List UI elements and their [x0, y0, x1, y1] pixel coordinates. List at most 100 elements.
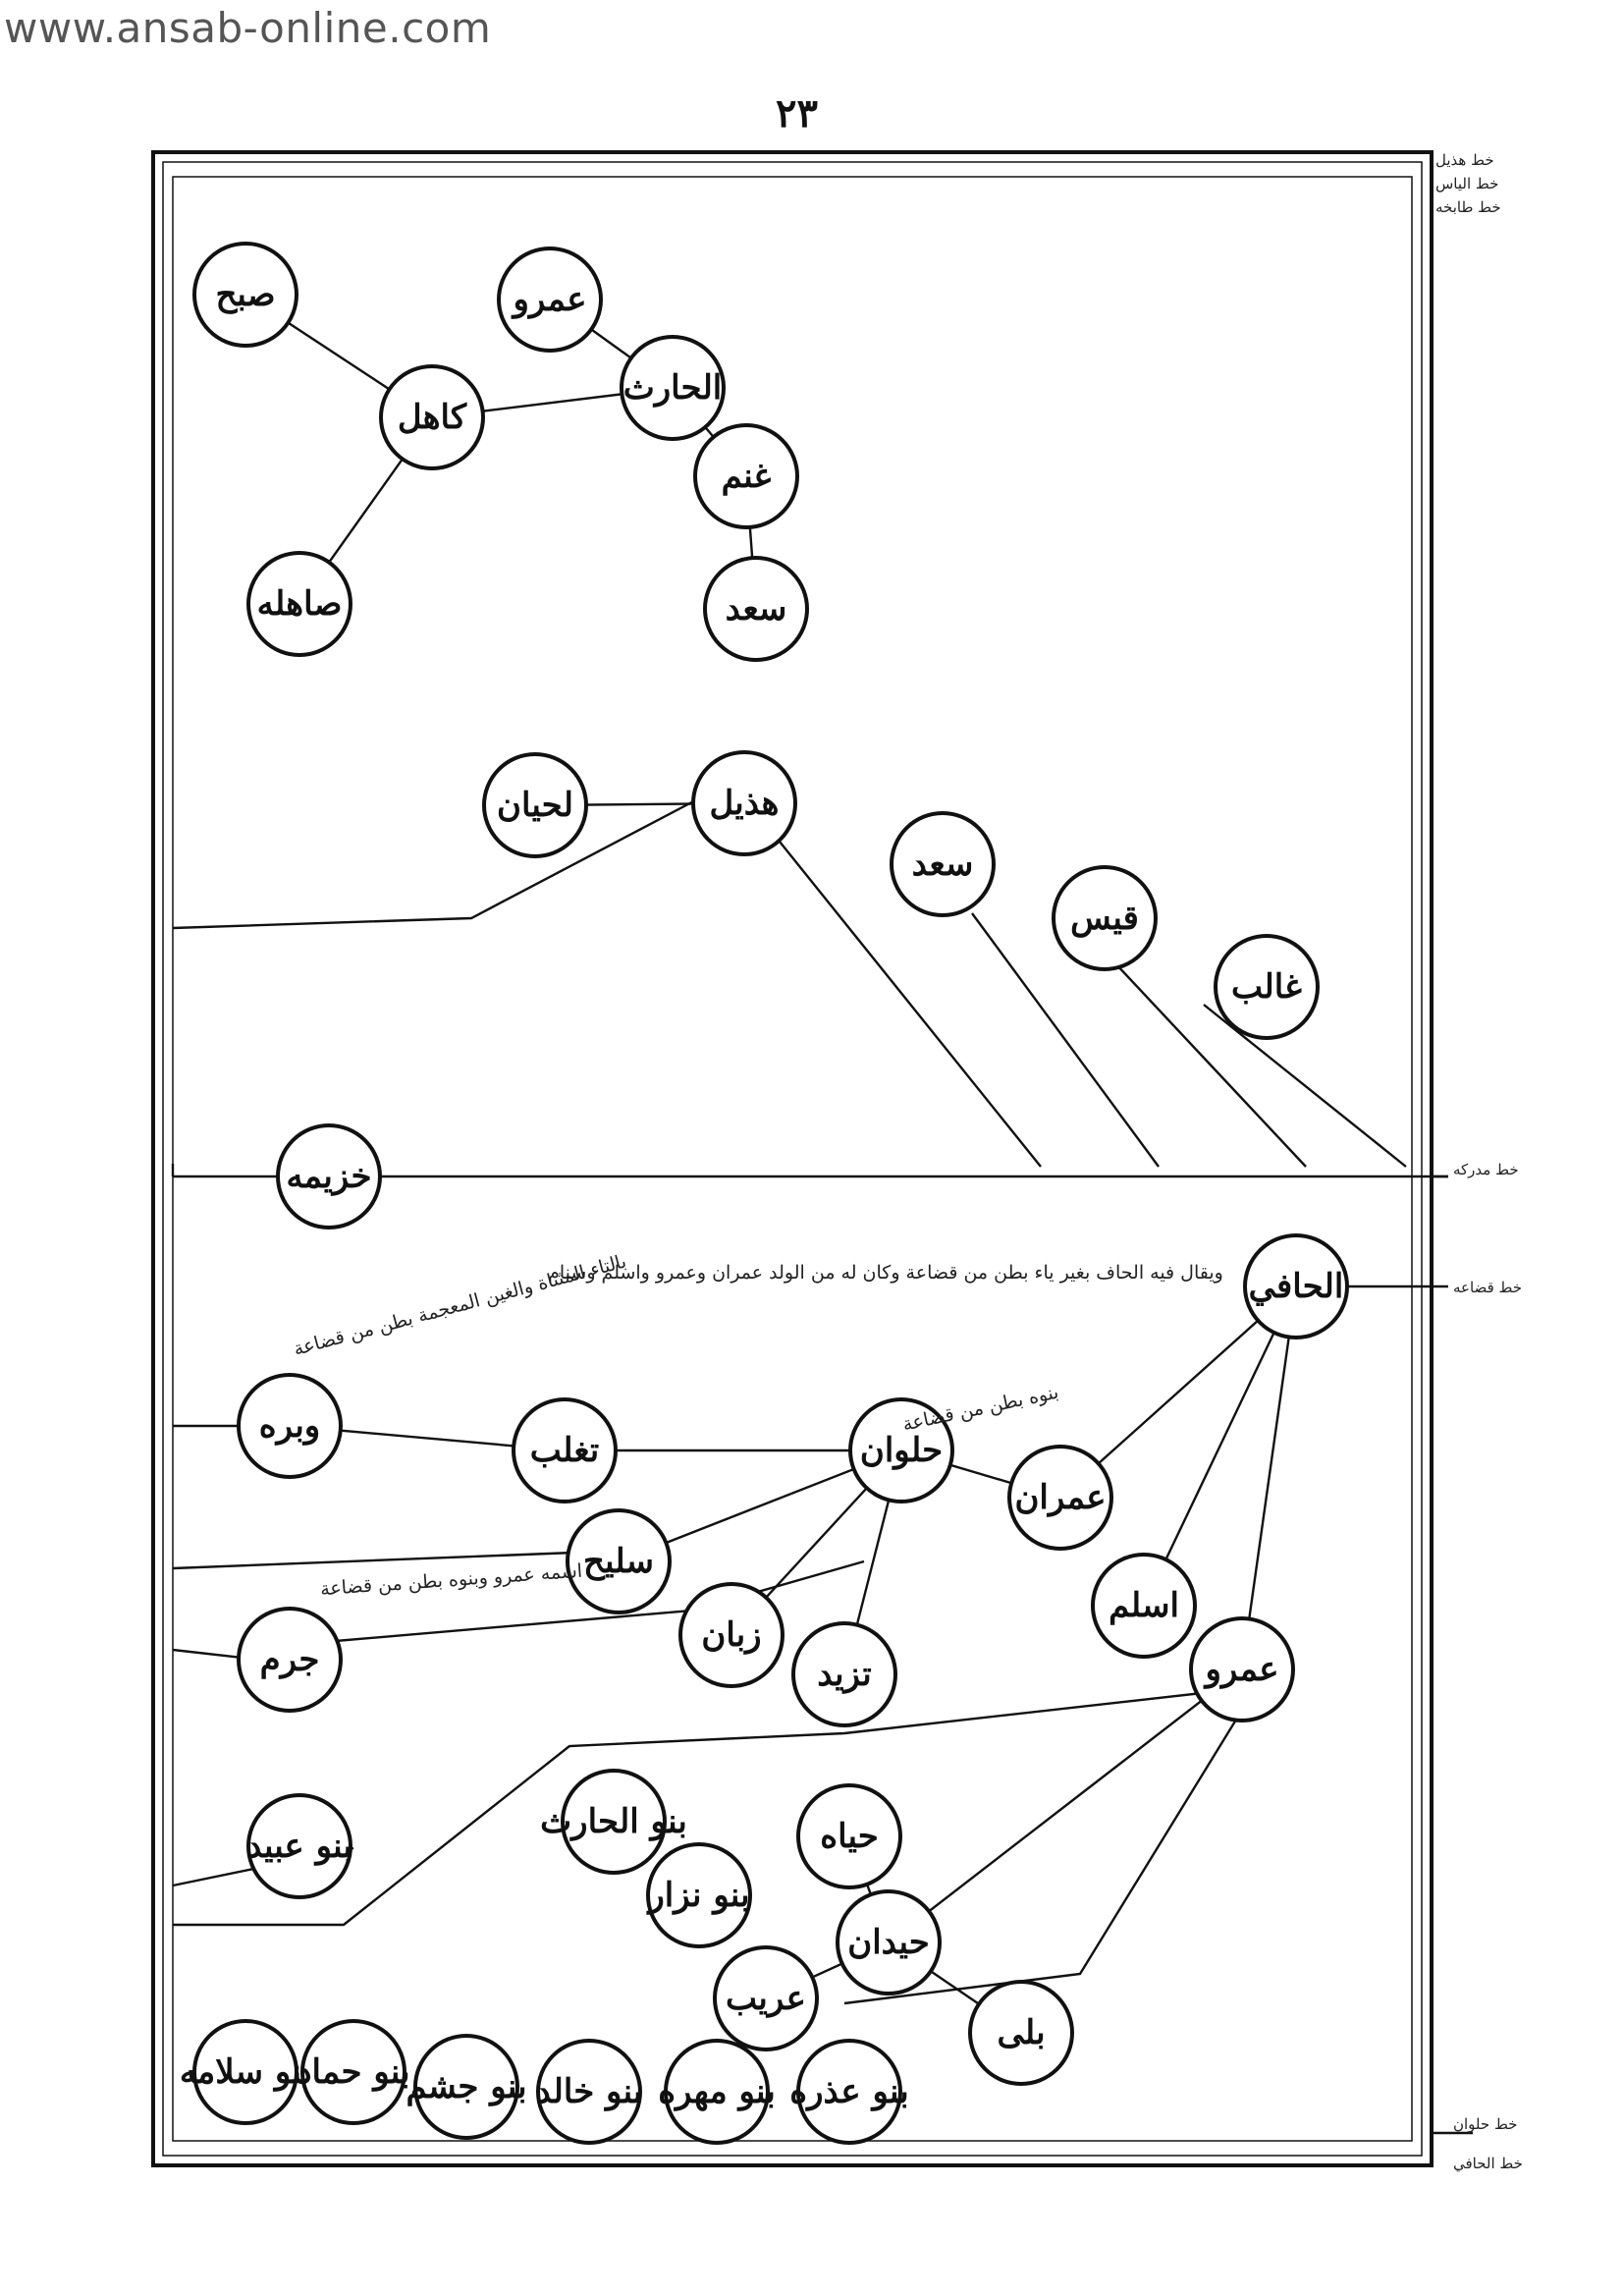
node-amr_top: عمرو [497, 246, 603, 353]
node-label: سعد [912, 845, 974, 884]
node-haydan: حيدان [836, 1889, 942, 1995]
node-label: حلوان [860, 1431, 943, 1470]
saad-mid-line [971, 912, 1160, 1168]
node-circle [237, 1607, 343, 1713]
node-bani_hammad: بنو حماد [297, 2019, 410, 2125]
node-circle [713, 1945, 819, 2051]
node-label: عمرو [1203, 1650, 1278, 1689]
node-label: تغلب [530, 1431, 600, 1470]
node-circle [678, 1582, 784, 1688]
edge-hafi-aslam [1142, 1285, 1298, 1607]
salih-left-line [172, 1550, 600, 1570]
margin-label-hulwan: خط حلوان [1453, 2115, 1517, 2133]
margin-label-mudrika: خط مدركه [1453, 1161, 1519, 1178]
node-label: بنو مهره [658, 2072, 776, 2111]
node-saad_mid: سعد [890, 811, 996, 917]
node-sabh: صبح [192, 242, 298, 348]
node-saad_top: سعد [703, 556, 809, 662]
node-amr_bottom: عمرو [1189, 1616, 1295, 1722]
node-circle [703, 556, 809, 662]
imran-annotation: بنوه بطن من قضاعة [900, 1382, 1060, 1436]
node-label: بنو جشم [406, 2067, 526, 2106]
node-bani_jusham: بنو جشم [406, 2034, 527, 2140]
node-circle [791, 1621, 897, 1727]
node-circle [566, 1508, 672, 1614]
node-label: سعد [726, 589, 787, 629]
qays-line [1113, 961, 1307, 1168]
node-label: هذيل [710, 784, 780, 823]
outer-frame [151, 150, 1434, 2167]
node-bani_udhra: بنو عذره [789, 2039, 909, 2145]
node-circle [664, 2039, 770, 2145]
node-circle [246, 1793, 352, 1899]
node-label: سليح [583, 1542, 654, 1581]
taghlib-annotation: بالتاء المثناة والغين المعجمة بطن من قضا… [292, 1250, 629, 1360]
node-label: الحارث [623, 368, 723, 408]
node-label: الحافي [1249, 1267, 1344, 1306]
node-bani_ubayd: بنو عبيد [246, 1793, 352, 1899]
node-bani_harith: بنو الحارث [540, 1769, 687, 1875]
node-circle [691, 750, 797, 856]
node-circle [646, 1842, 752, 1948]
node-label: قيس [1070, 899, 1139, 938]
amr-bali-line [843, 1693, 1254, 2005]
node-tazid: تزيد [791, 1621, 897, 1727]
node-label: بلى [997, 2013, 1045, 2052]
margin-label-hudhayl: خط هذيل [1435, 151, 1494, 169]
edges-layer [244, 293, 1298, 2034]
node-label: عمران [1014, 1478, 1106, 1517]
node-circle [1214, 934, 1320, 1040]
node-imran: عمران [1007, 1445, 1113, 1551]
node-bani_mahra: بنو مهره [658, 2039, 776, 2145]
site-watermark: www.ansab-online.com [4, 4, 492, 52]
node-circle [497, 246, 603, 353]
node-wabra: وبره [237, 1373, 343, 1479]
margin-label-qudaa: خط قضاعه [1453, 1279, 1522, 1296]
node-label: صبح [215, 275, 275, 314]
margin-label-hafi: خط الحافي [1453, 2155, 1523, 2172]
node-bani_nizar: بنو نزار [646, 1842, 752, 1948]
node-label: بنو خالد [536, 2072, 643, 2111]
node-circle [413, 2034, 519, 2140]
middle-frame [162, 161, 1423, 2157]
node-circle [512, 1397, 618, 1503]
node-circle [300, 2019, 406, 2125]
node-label: حيدان [847, 1923, 930, 1962]
node-circle [848, 1397, 954, 1503]
node-hafi: الحافي [1243, 1233, 1349, 1339]
node-urayb: عريب [713, 1945, 819, 2051]
hafi-annotation: ويقال فيه الحاف بغير ياء بطن من قضاعة وك… [548, 1262, 1223, 1284]
node-label: غالب [1231, 967, 1302, 1007]
node-jarm: جرم [237, 1607, 343, 1713]
margin-label-tabikha: خط طابخه [1435, 198, 1501, 216]
node-label: عمرو [511, 280, 586, 319]
inner-frame [172, 176, 1413, 2142]
node-circle [620, 335, 726, 441]
hudhayl-lineage-line [172, 795, 702, 930]
node-lihyan: لحيان [482, 752, 588, 858]
node-label: كاهل [398, 398, 467, 437]
node-label: اسلم [1109, 1586, 1179, 1625]
node-label: خزيمه [286, 1157, 371, 1196]
node-circle [192, 2019, 298, 2125]
node-label: عريب [726, 1979, 806, 2018]
node-circle [246, 551, 352, 657]
ghalib-line [1203, 1004, 1407, 1168]
node-hulwan: حلوان [848, 1397, 954, 1503]
node-hayah: حياه [796, 1783, 902, 1889]
node-circle [836, 1889, 942, 1995]
node-label: لحيان [497, 786, 573, 825]
edge-hafi-amr_bottom [1240, 1285, 1298, 1670]
node-label: بنو عذره [789, 2072, 909, 2111]
node-circle [693, 423, 799, 529]
node-circle [379, 364, 485, 470]
node-khuzayma: خزيمه [276, 1123, 382, 1230]
node-qays: قيس [1052, 865, 1158, 971]
page-number: ٢٣ [776, 90, 818, 137]
node-circle [1007, 1445, 1113, 1551]
node-zabban: زبان [678, 1582, 784, 1688]
node-circle [1091, 1553, 1197, 1659]
node-circle [276, 1123, 382, 1230]
node-label: بنو الحارث [540, 1802, 687, 1841]
